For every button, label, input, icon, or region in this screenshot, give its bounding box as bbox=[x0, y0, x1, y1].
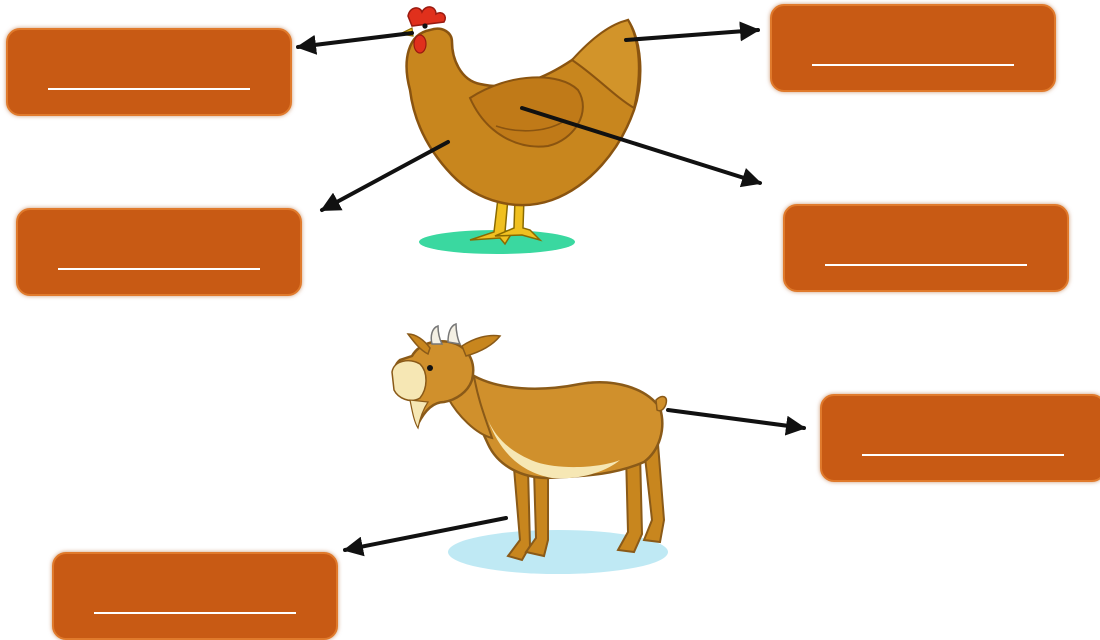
goat-horn-right bbox=[447, 322, 462, 345]
blank-line bbox=[58, 268, 260, 270]
goat-ear-left bbox=[406, 333, 431, 356]
goat-belly bbox=[488, 420, 620, 479]
goat-ground-shadow bbox=[448, 530, 668, 574]
arrow-chicken-tail bbox=[624, 21, 760, 42]
label-box-chicken-leg[interactable] bbox=[16, 208, 302, 296]
goat-illustration bbox=[391, 322, 668, 574]
goat-beard bbox=[409, 399, 430, 430]
goat-ear-right bbox=[461, 334, 502, 357]
chicken-eye bbox=[422, 23, 428, 29]
chicken-illustration bbox=[398, 6, 642, 254]
goat-body bbox=[472, 373, 664, 480]
blank-line bbox=[48, 88, 250, 90]
blank-line bbox=[94, 612, 296, 614]
label-box-chicken-wing[interactable] bbox=[783, 204, 1069, 292]
chicken-wing bbox=[468, 76, 584, 148]
chicken-tail bbox=[570, 18, 640, 110]
arrow-chicken-leg bbox=[320, 140, 450, 212]
blank-line bbox=[862, 454, 1064, 456]
arrow-chicken-wing bbox=[520, 106, 762, 188]
arrow-chicken-beak bbox=[296, 31, 414, 55]
label-box-chicken-tail[interactable] bbox=[770, 4, 1056, 92]
chicken-wattle bbox=[413, 34, 427, 54]
blank-line bbox=[812, 64, 1014, 66]
blank-line bbox=[825, 264, 1027, 266]
goat-legs bbox=[506, 442, 666, 562]
arrows bbox=[296, 21, 806, 557]
arrow-goat-leg bbox=[343, 516, 508, 557]
arrow-goat-tail bbox=[666, 408, 806, 436]
chicken-legs bbox=[469, 197, 543, 246]
label-box-goat-leg[interactable] bbox=[52, 552, 338, 640]
goat-tail bbox=[655, 395, 668, 412]
goat-muzzle bbox=[391, 359, 427, 402]
chicken-wing-feather bbox=[495, 119, 567, 132]
label-box-goat-tail[interactable] bbox=[820, 394, 1100, 482]
chicken-comb bbox=[407, 6, 447, 27]
goat-horn-left bbox=[430, 324, 444, 345]
label-box-chicken-beak[interactable] bbox=[6, 28, 292, 116]
goat-eye bbox=[427, 365, 433, 371]
